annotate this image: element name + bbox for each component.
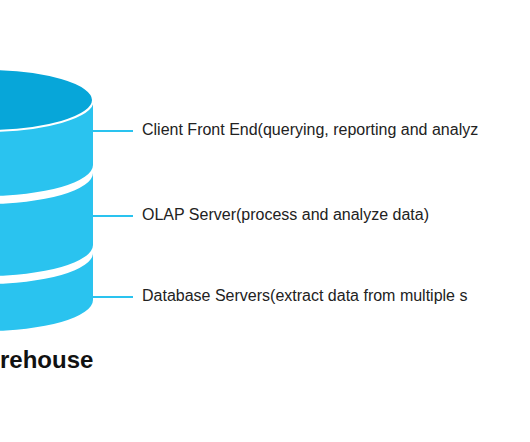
diagram-caption: rehouse: [0, 346, 93, 374]
leader-line: [93, 215, 133, 217]
leader-line: [93, 296, 133, 298]
leader-line: [93, 130, 133, 132]
layer-label: Client Front End(querying, reporting and…: [142, 121, 478, 139]
layer-label: OLAP Server(process and analyze data): [142, 206, 429, 224]
layer-label: Database Servers(extract data from multi…: [142, 287, 467, 305]
cylinder-top: [0, 69, 93, 131]
